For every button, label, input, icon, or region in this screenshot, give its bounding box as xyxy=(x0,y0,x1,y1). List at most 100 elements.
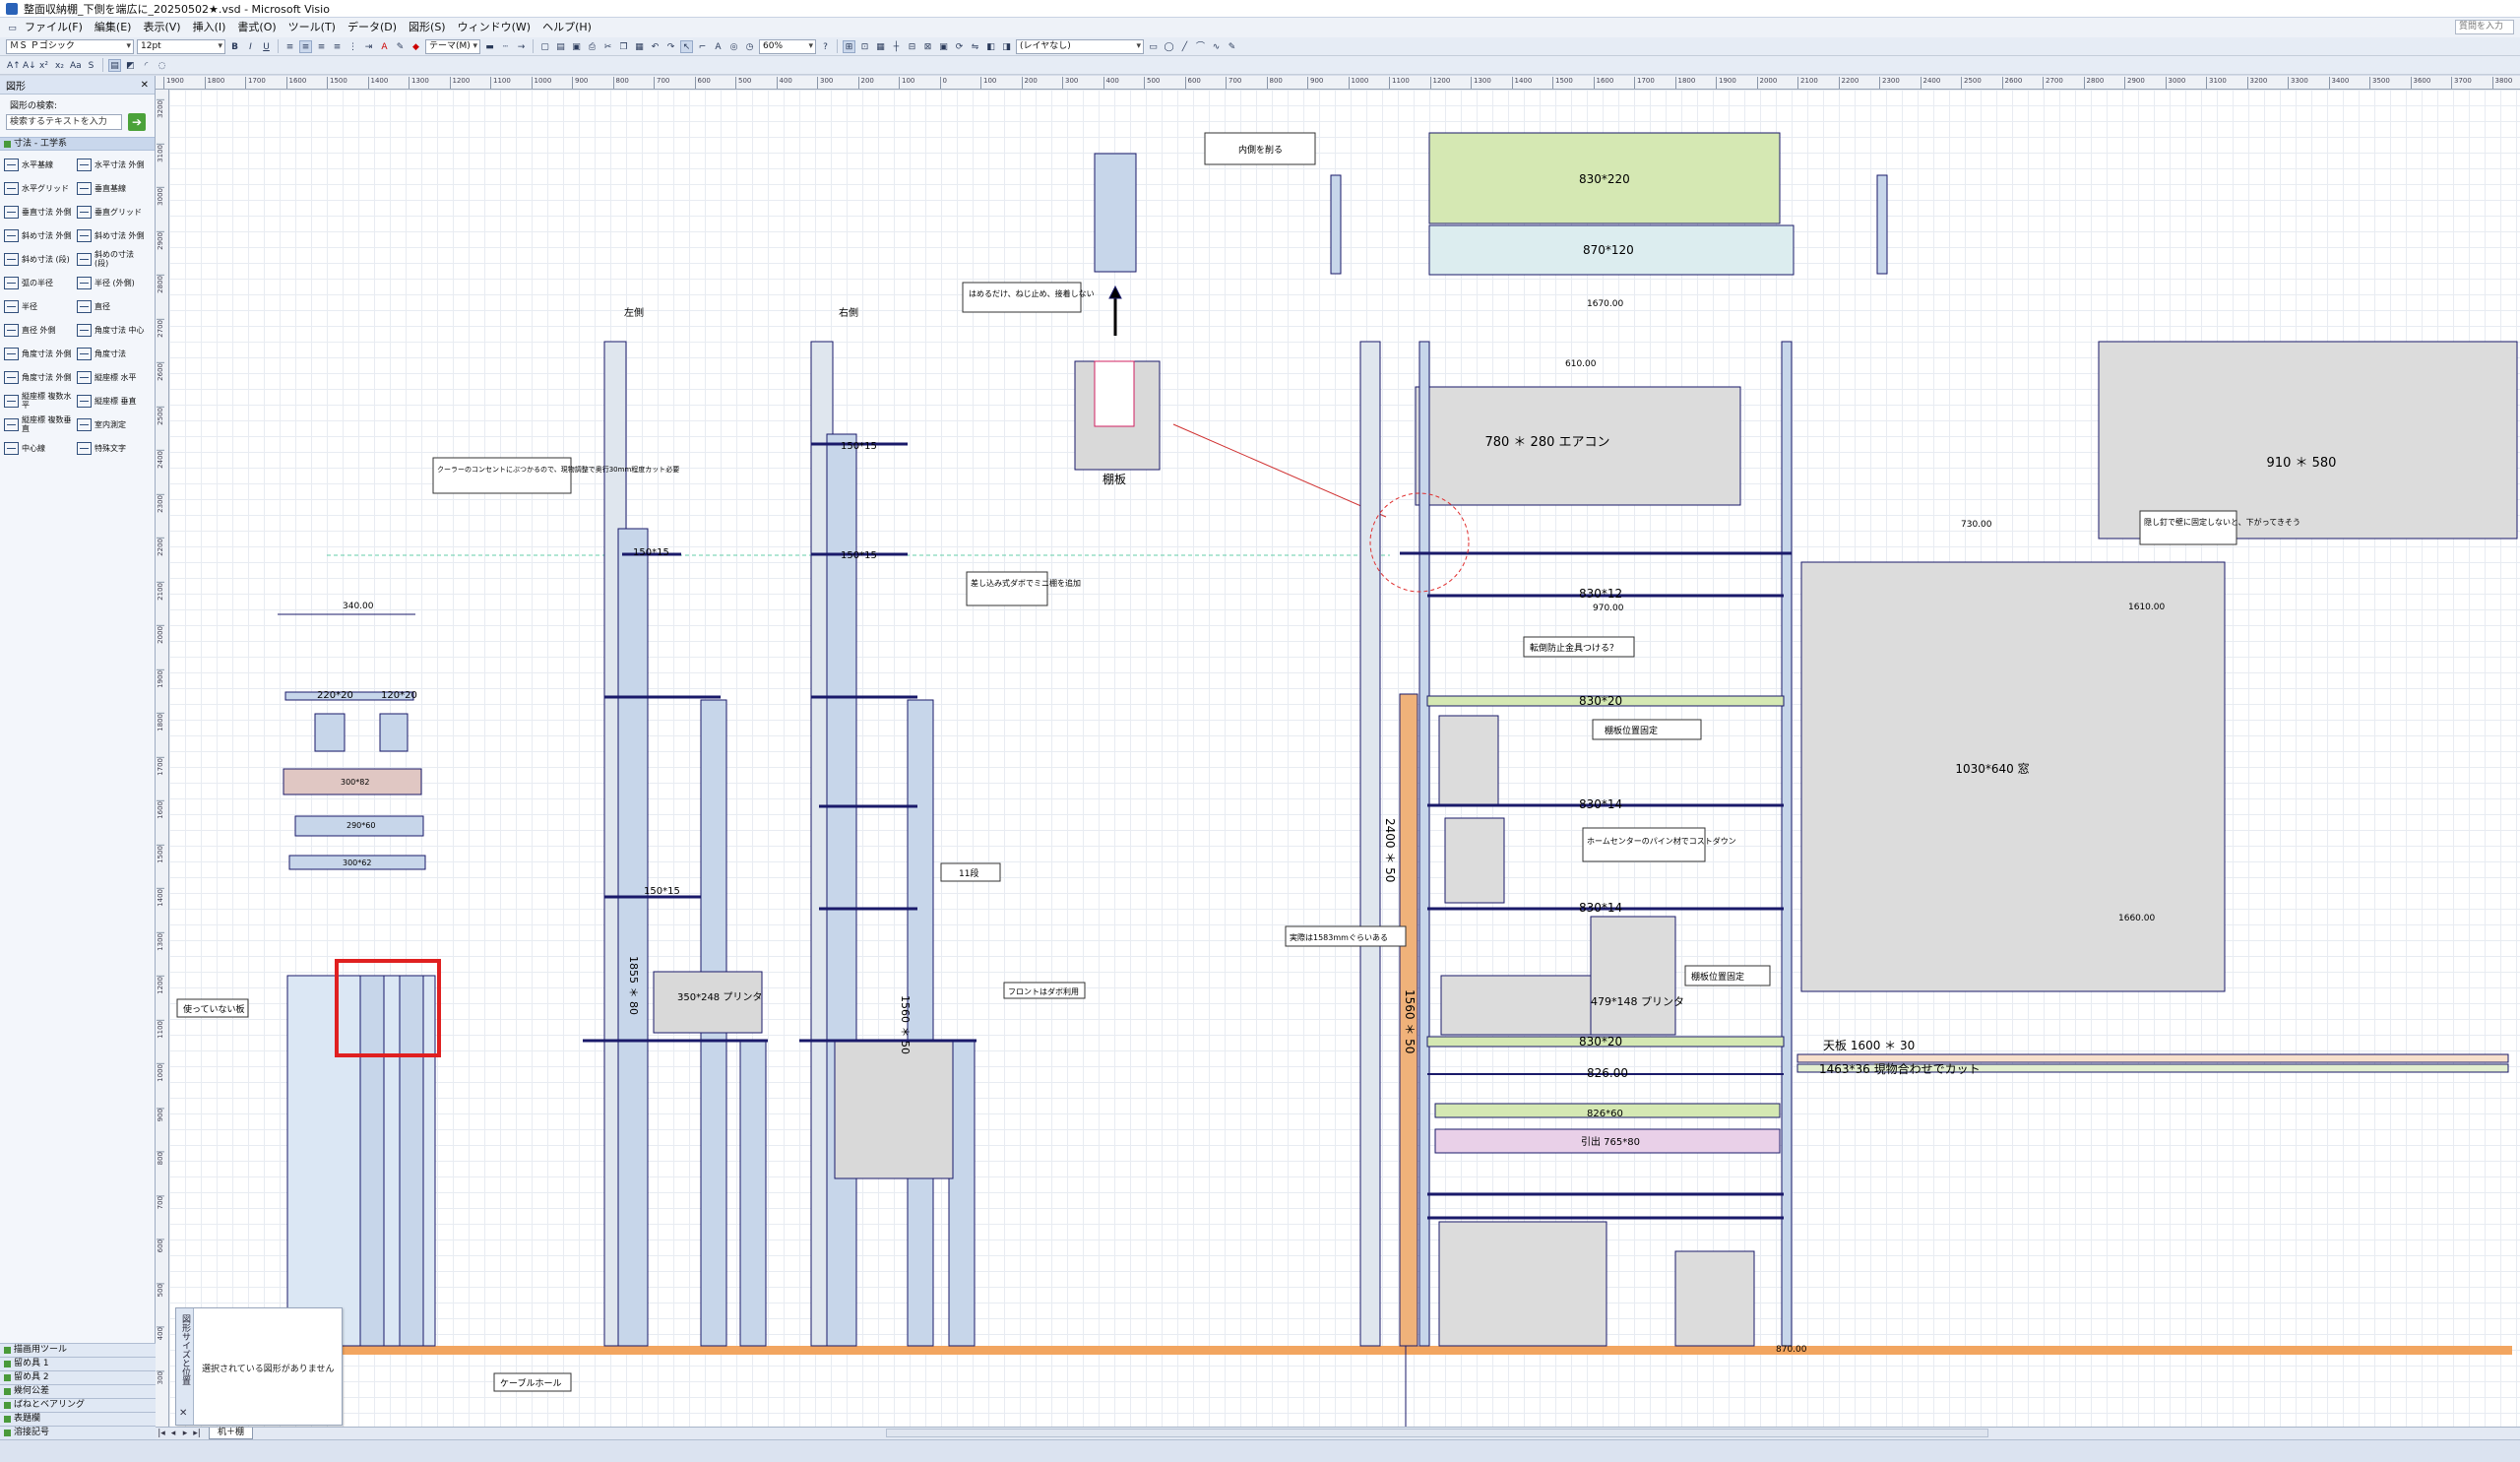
stencil-tab[interactable]: 幾何公差 xyxy=(0,1384,156,1398)
menu-shape[interactable]: 図形(S) xyxy=(409,21,446,33)
search-go-icon[interactable]: ➔ xyxy=(128,113,146,131)
menu-window[interactable]: ウィンドウ(W) xyxy=(457,21,532,33)
zoom-combo[interactable]: 60% xyxy=(759,38,816,54)
superscript-icon[interactable]: x² xyxy=(39,60,48,71)
stencil-shape[interactable]: 角度寸法 外側 xyxy=(4,365,75,389)
left-detail[interactable] xyxy=(278,613,441,1347)
theme-button[interactable]: テーマ(M) xyxy=(425,38,480,54)
stencil-shape[interactable]: 縦座標 垂直 xyxy=(77,389,148,413)
subscript-icon[interactable]: x₂ xyxy=(55,60,64,71)
shelf-board-detail[interactable] xyxy=(1074,153,1387,518)
help-icon[interactable]: ? xyxy=(823,41,828,52)
indent-icon[interactable]: ⇥ xyxy=(364,41,373,52)
stencil-shape[interactable]: 水平基線 xyxy=(4,153,75,176)
stencil-shape[interactable]: 斜め寸法 外側 xyxy=(4,223,75,247)
stencil-shape[interactable]: 半径 (外側) xyxy=(77,271,148,294)
paste-icon[interactable]: ▦ xyxy=(635,41,644,52)
flip-icon[interactable]: ⇋ xyxy=(971,41,979,52)
shapes-icon[interactable]: ◎ xyxy=(729,41,738,52)
stencil-shape[interactable]: 水平グリッド xyxy=(4,176,75,200)
stencil-shape[interactable]: 直径 xyxy=(77,294,148,318)
stencil-shape[interactable]: 縦座標 複数垂直 xyxy=(4,413,75,436)
line-color-icon[interactable]: ✎ xyxy=(396,41,405,52)
underline-button[interactable]: U xyxy=(263,41,270,52)
save-icon[interactable]: ▣ xyxy=(572,41,581,52)
open-icon[interactable]: ▤ xyxy=(556,41,565,52)
text-tool-icon[interactable]: A xyxy=(715,41,722,52)
menu-data[interactable]: データ(D) xyxy=(346,21,398,33)
stencil-shape[interactable]: 中心線 xyxy=(4,436,75,460)
cut-icon[interactable]: ✂ xyxy=(603,41,612,52)
layer-combo[interactable]: (レイヤなし) xyxy=(1016,38,1144,54)
smallcaps-icon[interactable]: Aa xyxy=(70,60,82,71)
copy-icon[interactable]: ❐ xyxy=(619,41,628,52)
pointer-tool-icon[interactable]: ↖ xyxy=(680,39,693,53)
stencil-shape[interactable]: 垂直グリッド xyxy=(77,200,148,223)
next-page-icon[interactable]: ▸ xyxy=(182,1429,188,1438)
text-block-icon[interactable]: ▤ xyxy=(108,58,121,72)
group-icon[interactable]: ▣ xyxy=(939,41,948,52)
stencil-shape[interactable]: 水平寸法 外側 xyxy=(77,153,148,176)
freeform-tool-icon[interactable]: ∿ xyxy=(1212,41,1221,52)
align-center-icon[interactable]: ≡ xyxy=(299,39,312,53)
connector-tool-icon[interactable]: ⌐ xyxy=(698,41,707,52)
drawing-svg[interactable]: 340.00 220*20 120*20 300*82 290*60 300*6… xyxy=(169,90,2520,1427)
glue-icon[interactable]: ⊡ xyxy=(860,41,869,52)
decrease-font-icon[interactable]: A↓ xyxy=(23,60,36,71)
line-ends-icon[interactable]: → xyxy=(517,41,526,52)
stencil-shape[interactable]: 斜め寸法 (段) xyxy=(4,247,75,271)
stencil-shape[interactable]: 垂直基線 xyxy=(77,176,148,200)
first-page-icon[interactable]: |◂ xyxy=(158,1429,165,1438)
distribute-icon[interactable]: ⊠ xyxy=(923,41,932,52)
top-parts[interactable] xyxy=(1330,132,1888,276)
increase-font-icon[interactable]: A↑ xyxy=(7,60,21,71)
document-icon[interactable]: ▭ xyxy=(8,23,17,33)
right-unit[interactable] xyxy=(799,341,976,1347)
line-tool-icon[interactable]: ╱ xyxy=(1181,41,1188,52)
corner-icon[interactable]: ◜ xyxy=(144,60,149,71)
font-size-combo[interactable]: 12pt xyxy=(137,38,225,54)
align-left-icon[interactable]: ≡ xyxy=(285,41,294,52)
stencil-icon[interactable]: ◷ xyxy=(745,41,754,52)
line-weight-icon[interactable]: ▬ xyxy=(485,41,494,52)
stencil-shape[interactable]: 角度寸法 外側 xyxy=(4,342,75,365)
stencil-tab[interactable]: 留め具 1 xyxy=(0,1357,156,1370)
send-back-icon[interactable]: ◨ xyxy=(1002,41,1011,52)
arc-tool-icon[interactable]: ⌒ xyxy=(1195,41,1205,52)
font-color-icon[interactable]: A xyxy=(381,41,388,52)
stencil-shape[interactable]: 特殊文字 xyxy=(77,436,148,460)
pencil-tool-icon[interactable]: ✎ xyxy=(1228,41,1236,52)
align-shapes-icon[interactable]: ⊟ xyxy=(908,41,916,52)
snap-icon[interactable]: ⊞ xyxy=(843,39,855,53)
stencil-tab[interactable]: 留め具 2 xyxy=(0,1370,156,1384)
undo-icon[interactable]: ↶ xyxy=(651,41,660,52)
last-page-icon[interactable]: ▸| xyxy=(193,1429,201,1438)
align-right-icon[interactable]: ≡ xyxy=(317,41,326,52)
callouts[interactable] xyxy=(176,132,2237,1392)
menu-format[interactable]: 書式(O) xyxy=(237,21,277,33)
bring-front-icon[interactable]: ◧ xyxy=(986,41,995,52)
grid-icon[interactable]: ▦ xyxy=(876,41,885,52)
stencil-tab[interactable]: 溶接記号 xyxy=(0,1426,156,1439)
new-icon[interactable]: ▢ xyxy=(540,41,549,52)
stencil-shape[interactable]: 垂直寸法 外側 xyxy=(4,200,75,223)
close-icon[interactable]: ✕ xyxy=(140,79,149,91)
guide-icon[interactable]: ┼ xyxy=(893,41,900,52)
rectangle-tool-icon[interactable]: ▭ xyxy=(1149,41,1158,52)
italic-button[interactable]: I xyxy=(249,41,252,52)
stencil-tab[interactable]: 表題欄 xyxy=(0,1412,156,1426)
stencil-shape[interactable]: 縦座標 水平 xyxy=(77,365,148,389)
menu-view[interactable]: 表示(V) xyxy=(143,21,181,33)
bold-button[interactable]: B xyxy=(231,41,238,52)
print-icon[interactable]: ⎙ xyxy=(588,41,597,52)
drawing-canvas[interactable]: 340.00 220*20 120*20 300*82 290*60 300*6… xyxy=(169,90,2520,1427)
size-position-window[interactable]: 図形サイズと位置 ✕ 選択されている図形がありません xyxy=(175,1307,343,1426)
stencil-dimensioning[interactable]: 寸法 - 工学系 xyxy=(0,137,155,151)
stencil-shape[interactable]: 斜め寸法 外側 xyxy=(77,223,148,247)
redo-icon[interactable]: ↷ xyxy=(666,41,675,52)
sheet-tab[interactable]: 机＋棚 xyxy=(209,1428,254,1439)
horizontal-scrollbar[interactable] xyxy=(886,1429,1988,1437)
stencil-tab[interactable]: ばねとベアリング xyxy=(0,1398,156,1412)
